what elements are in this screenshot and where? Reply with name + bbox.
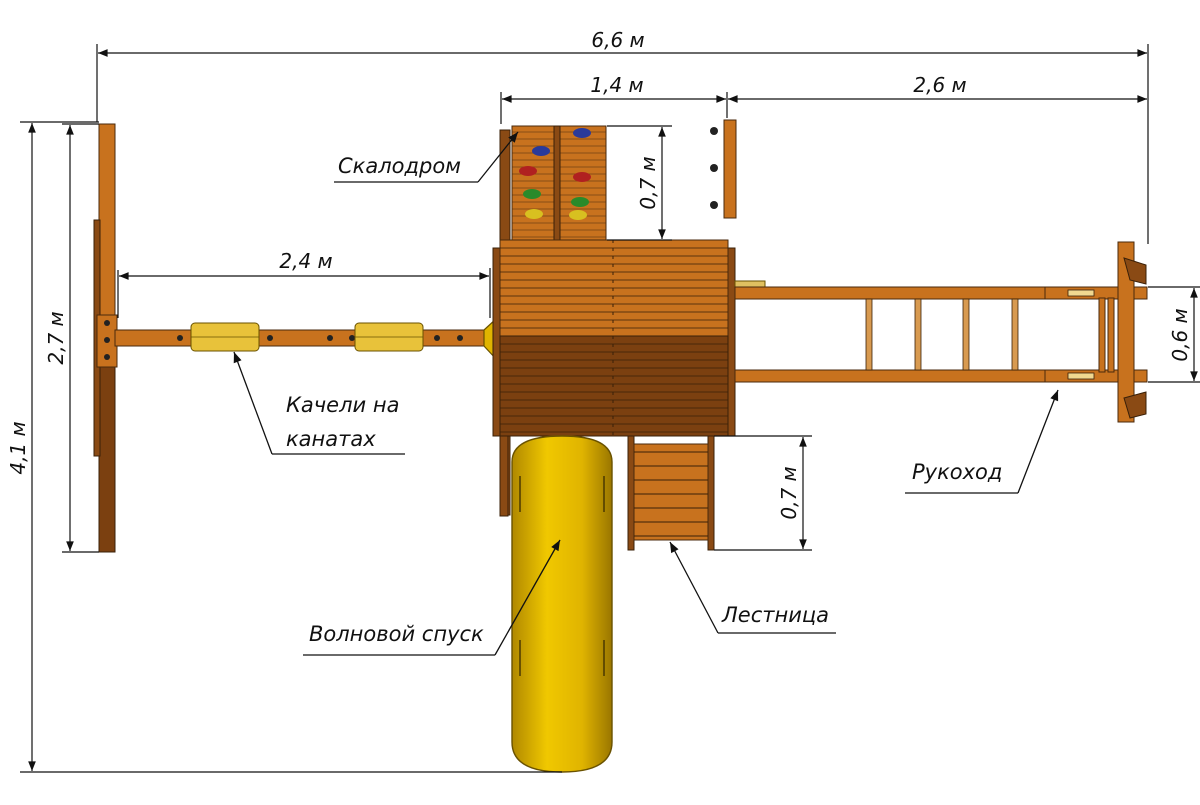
dim-label: 1,4 м — [590, 73, 643, 97]
swing-beam — [114, 316, 498, 362]
monkey-bar-rung — [914, 298, 922, 371]
dim-swing-beam: 2,4 м — [119, 249, 489, 280]
monkey-bar-rung — [1011, 298, 1019, 371]
dim-ladder-depth: 0,7 м — [777, 437, 807, 550]
label-climbing-wall: Скалодром — [338, 154, 461, 178]
wave-slide — [499, 435, 613, 773]
callout-swings: Качели на канатах — [233, 351, 405, 455]
callout-ladder: Лестница — [669, 541, 836, 634]
dim-label: 0,6 м — [1168, 308, 1192, 361]
extension-lines — [20, 44, 1200, 773]
side-pole — [710, 119, 737, 219]
dim-swing-frame-width: 2,7 м — [44, 125, 74, 552]
dim-label: 0,7 м — [636, 156, 660, 209]
climbing-hold — [525, 209, 543, 219]
label-swings-line2: канатах — [286, 427, 376, 451]
climbing-hold — [532, 146, 550, 156]
dim-label: 2,4 м — [279, 249, 332, 273]
ladder — [627, 435, 715, 551]
label-ladder: Лестница — [721, 603, 829, 627]
dim-label: 0,7 м — [777, 466, 801, 519]
dim-tower-width: 1,4 м — [501, 73, 727, 103]
label-wave-slide: Волновой спуск — [309, 622, 484, 646]
dim-label: 2,6 м — [913, 73, 966, 97]
dim-label: 6,6 м — [591, 28, 644, 52]
climbing-hold — [523, 189, 541, 199]
label-monkey-bars: Рукоход — [912, 460, 1002, 484]
monkey-bar-rung — [865, 298, 873, 371]
climbing-hold — [573, 128, 591, 138]
tower-deck — [492, 239, 736, 437]
climbing-hold — [569, 210, 587, 220]
climbing-hold — [571, 197, 589, 207]
monkey-bars — [734, 241, 1148, 423]
dim-climbing-wall-depth: 0,7 м — [636, 127, 666, 239]
dim-label: 4,1 м — [6, 421, 30, 474]
callout-climbing-wall: Скалодром — [334, 131, 519, 183]
climbing-hold — [573, 172, 591, 182]
dim-total-width: 6,6 м — [98, 28, 1147, 57]
climbing-hold — [519, 166, 537, 176]
callout-wave-slide: Волновой спуск — [303, 539, 561, 656]
dim-monkey-bars-length: 2,6 м — [727, 73, 1147, 103]
dim-total-depth: 4,1 м — [6, 123, 36, 772]
monkey-bar-rung — [962, 298, 970, 371]
label-swings-line1: Качели на — [286, 393, 399, 417]
dim-label: 2,7 м — [44, 311, 68, 364]
swing-frame — [93, 123, 118, 553]
dim-monkey-bars-width: 0,6 м — [1168, 288, 1198, 381]
callout-monkey-bars: Рукоход — [905, 389, 1059, 494]
